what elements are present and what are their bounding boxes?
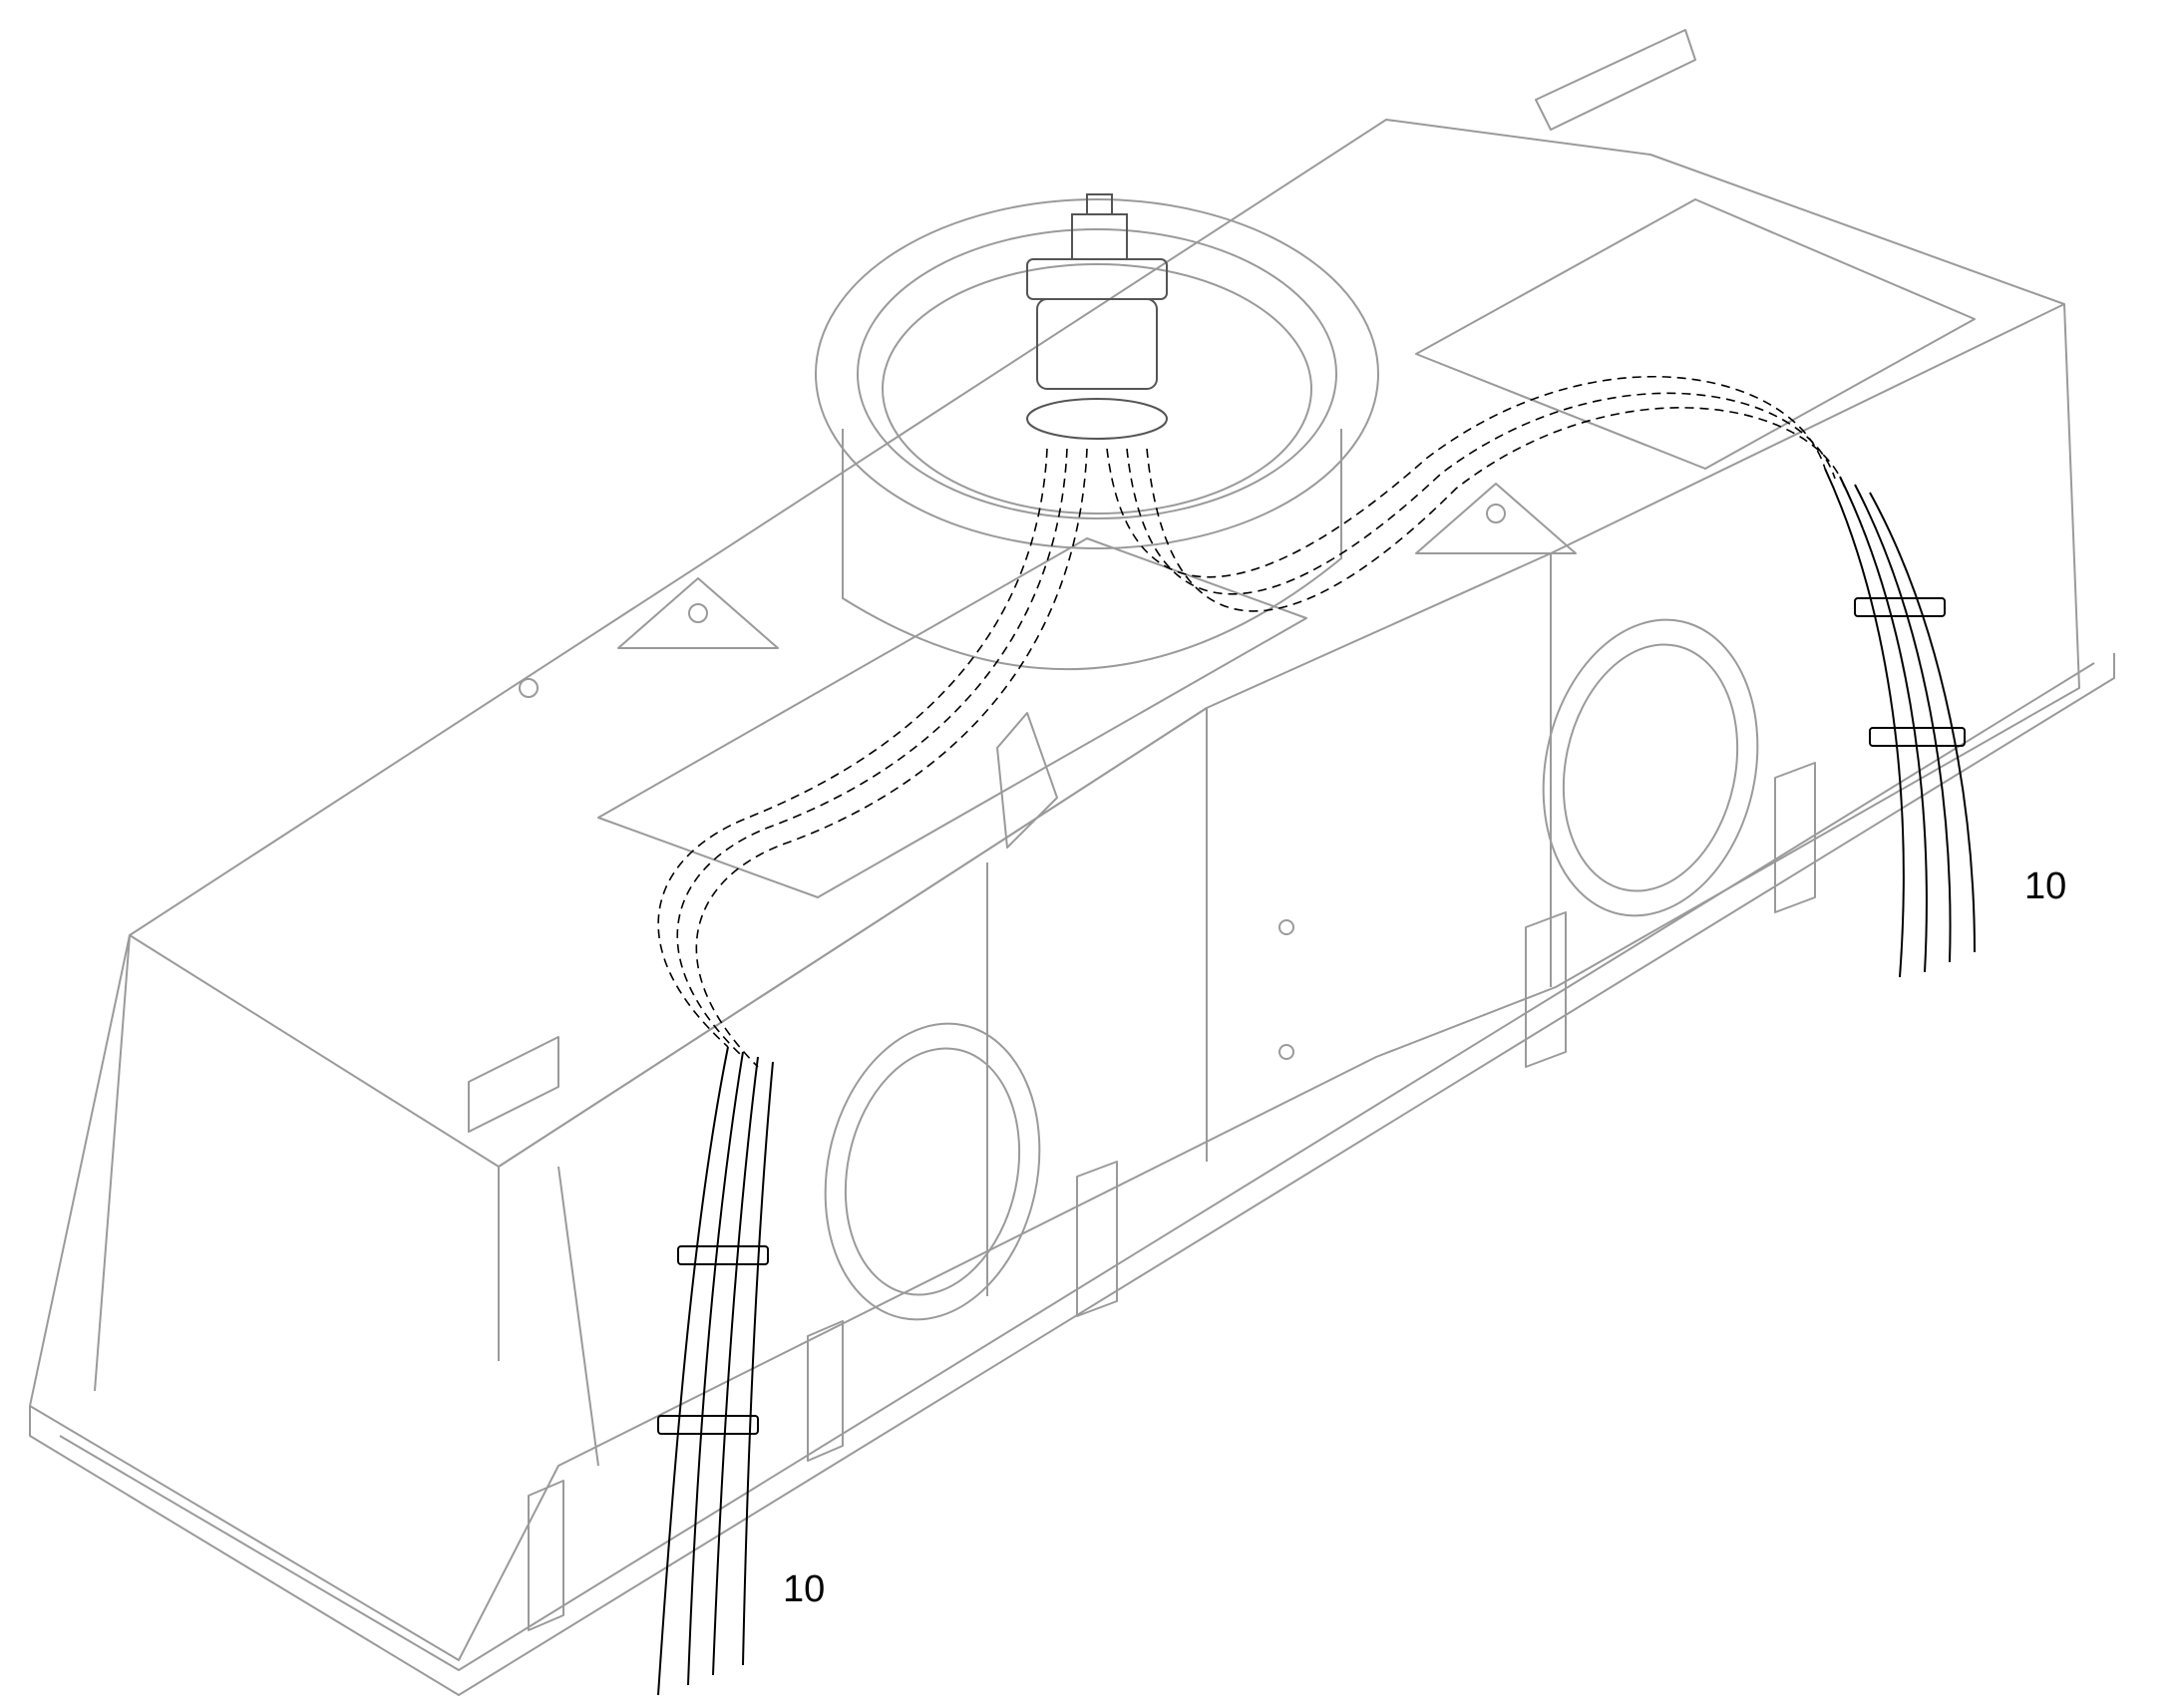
hidden-hose-routes	[657, 376, 1846, 1068]
callout-right-hoses: 10	[2024, 865, 2067, 907]
rotary-union	[1026, 193, 1168, 440]
callout-left-hoses: 10	[783, 1568, 826, 1610]
circular-mount	[815, 198, 1379, 671]
left-hose-bundle	[657, 1046, 774, 1696]
frame-outline	[29, 29, 2115, 1696]
right-hose-bundle	[1824, 468, 1976, 978]
side-openings	[824, 618, 1759, 1321]
